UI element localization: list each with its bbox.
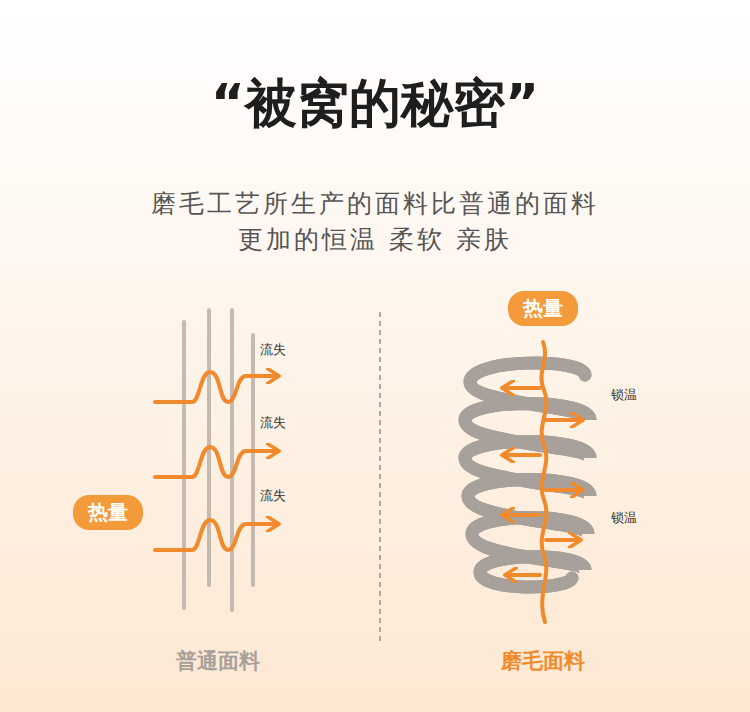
title: “被窝的秘密” <box>211 69 539 139</box>
loss-label: 流失 <box>260 341 286 359</box>
lock-label: 锁温 <box>611 509 637 527</box>
lock-label: 锁温 <box>611 386 637 404</box>
subtitle: 磨毛工艺所生产的面料比普通的面料 更加的恒温 柔软 亲肤 <box>146 186 604 258</box>
fabric-name: 磨毛面料 <box>501 647 585 675</box>
fabric-name: 普通面料 <box>176 647 260 675</box>
loss-label: 流失 <box>260 414 286 432</box>
lock-heat-arrows <box>505 342 580 622</box>
coil <box>465 363 590 587</box>
loss-label: 流失 <box>260 487 286 505</box>
pill-text: 热量 <box>88 499 128 526</box>
heat-pill: 热量 <box>73 495 143 530</box>
heat-loss-arrows <box>155 372 276 550</box>
pill-text: 热量 <box>523 295 563 322</box>
heat-pill: 热量 <box>508 291 578 326</box>
divider <box>379 312 381 645</box>
